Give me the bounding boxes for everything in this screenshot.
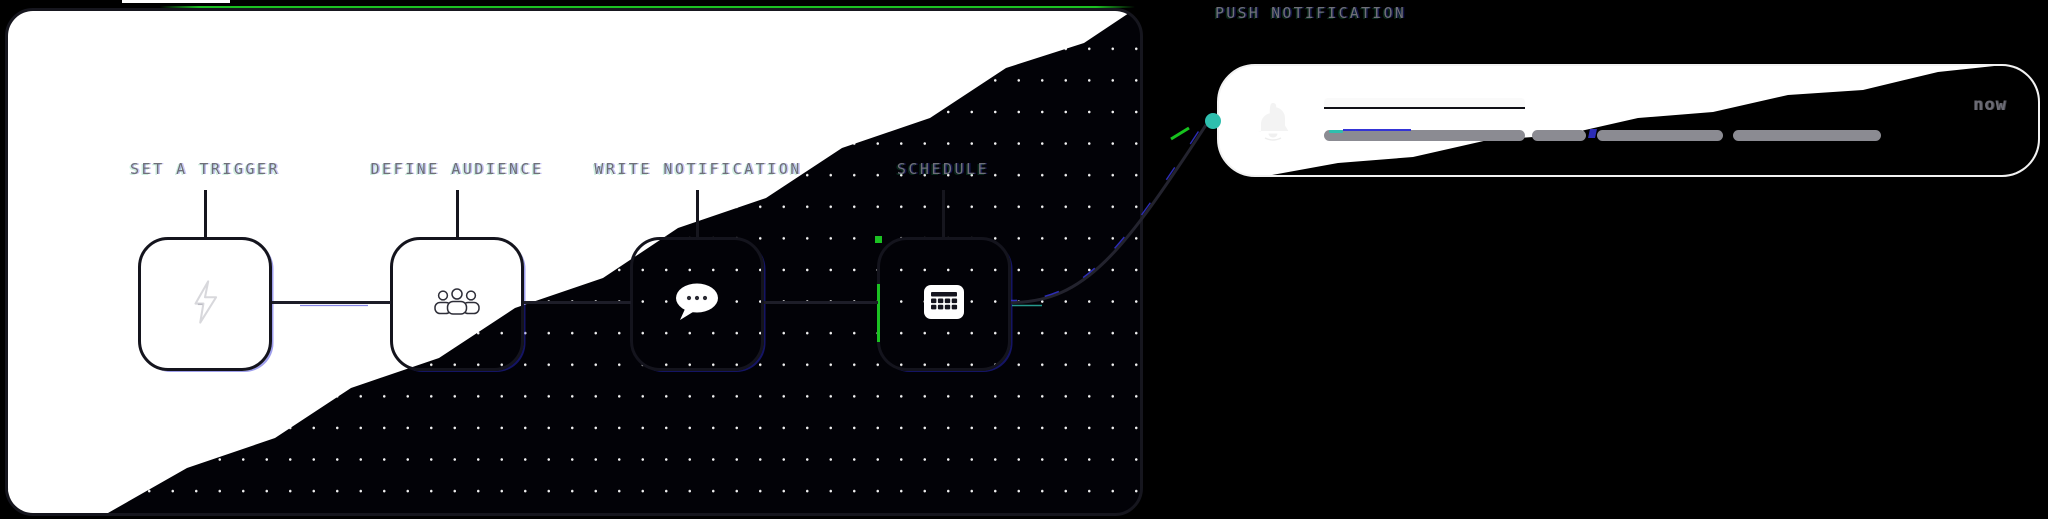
node-label-set-a-trigger: SET A TRIGGER bbox=[130, 160, 280, 178]
notification-text-placeholder bbox=[1597, 130, 1723, 141]
node-label-schedule: SCHEDULE bbox=[896, 160, 990, 178]
notification-title-placeholder bbox=[1324, 98, 1525, 109]
flow-node-write-notification bbox=[630, 237, 764, 371]
flow-node-set-a-trigger bbox=[138, 237, 272, 371]
node-stem bbox=[942, 190, 945, 237]
notification-card: now bbox=[1217, 64, 2040, 177]
lightning-icon bbox=[186, 277, 224, 331]
node-label-define-audience: DEFINE AUDIENCE bbox=[370, 160, 544, 178]
workflow-canvas bbox=[5, 8, 1143, 516]
node-stem bbox=[204, 190, 207, 237]
people-icon bbox=[432, 287, 482, 321]
chat-bubble-icon bbox=[672, 281, 722, 327]
notification-text-placeholder bbox=[1324, 129, 1525, 141]
flow-node-schedule bbox=[875, 236, 1011, 371]
flow-node-define-audience bbox=[390, 237, 524, 371]
glitch-green-line bbox=[160, 6, 1135, 8]
glitch-white-streak bbox=[122, 0, 230, 3]
node-stem bbox=[456, 190, 459, 237]
notification-text-placeholder bbox=[1733, 130, 1881, 141]
diagonal-dark-region bbox=[1261, 66, 2038, 175]
node-label-write-notification: WRITE NOTIFICATION bbox=[594, 160, 802, 178]
push-notification-title: PUSH NOTIFICATION bbox=[1215, 4, 1406, 22]
bell-icon bbox=[1253, 100, 1293, 144]
connector-endpoint-dot bbox=[1205, 113, 1221, 129]
notification-text-placeholder bbox=[1532, 130, 1586, 141]
node-stem bbox=[696, 190, 699, 237]
notification-time: now bbox=[1973, 95, 2007, 115]
calendar-icon bbox=[922, 282, 966, 326]
